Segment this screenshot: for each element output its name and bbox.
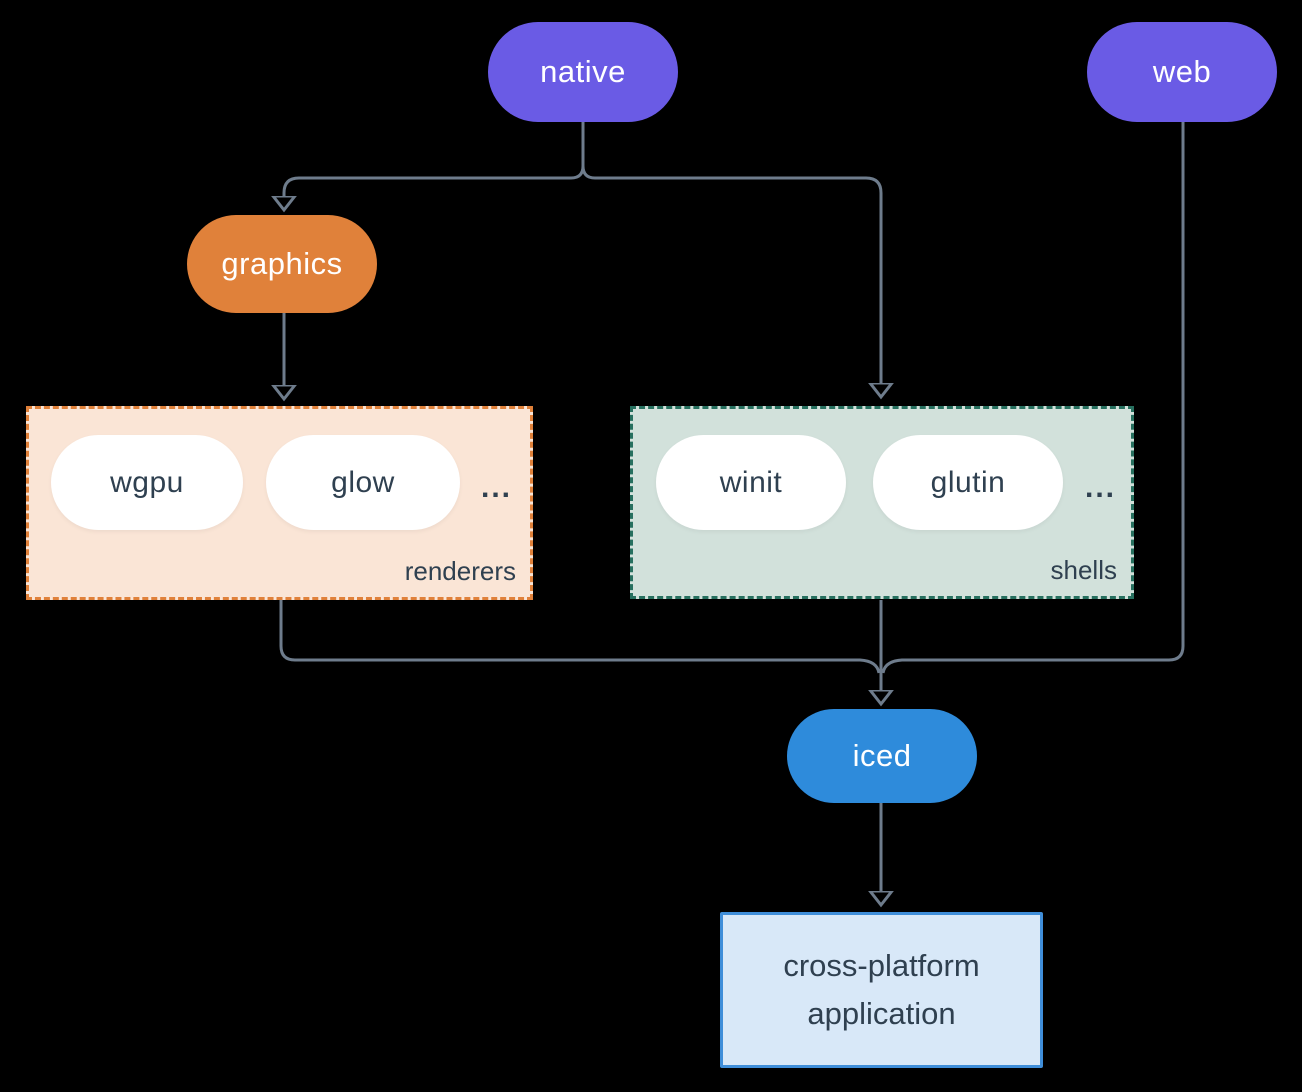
shells-ellipsis: ...: [1085, 471, 1117, 504]
node-iced-label: iced: [852, 738, 912, 773]
node-iced: iced: [787, 709, 977, 803]
application-label: cross-platform application: [783, 947, 980, 1031]
node-web: web: [1087, 22, 1277, 122]
shells-group-label: shells: [1050, 555, 1117, 585]
node-native-label: native: [540, 54, 626, 89]
node-winit: winit: [656, 435, 846, 530]
node-glow-label: glow: [331, 465, 395, 499]
node-glutin: glutin: [873, 435, 1063, 530]
edge-web-iced: [881, 122, 1185, 674]
group-renderers: wgpu glow ... renderers: [26, 406, 533, 600]
node-glutin-label: glutin: [930, 465, 1006, 499]
node-winit-label: winit: [719, 465, 783, 499]
renderers-group-label: renderers: [404, 556, 516, 586]
node-cross-platform-application: cross-platform application: [720, 912, 1043, 1068]
node-web-label: web: [1152, 54, 1212, 89]
group-shells: winit glutin ... shells: [630, 406, 1134, 599]
node-glow: glow: [266, 435, 460, 530]
edge-native-graphics: [284, 122, 585, 196]
edge-native-shells: [581, 122, 881, 383]
node-graphics: graphics: [187, 215, 377, 313]
node-graphics-label: graphics: [221, 246, 343, 281]
node-wgpu-label: wgpu: [110, 465, 184, 499]
renderers-ellipsis: ...: [481, 471, 513, 504]
node-native: native: [488, 22, 678, 122]
edge-renderers-iced: [279, 600, 881, 674]
node-wgpu: wgpu: [51, 435, 243, 530]
